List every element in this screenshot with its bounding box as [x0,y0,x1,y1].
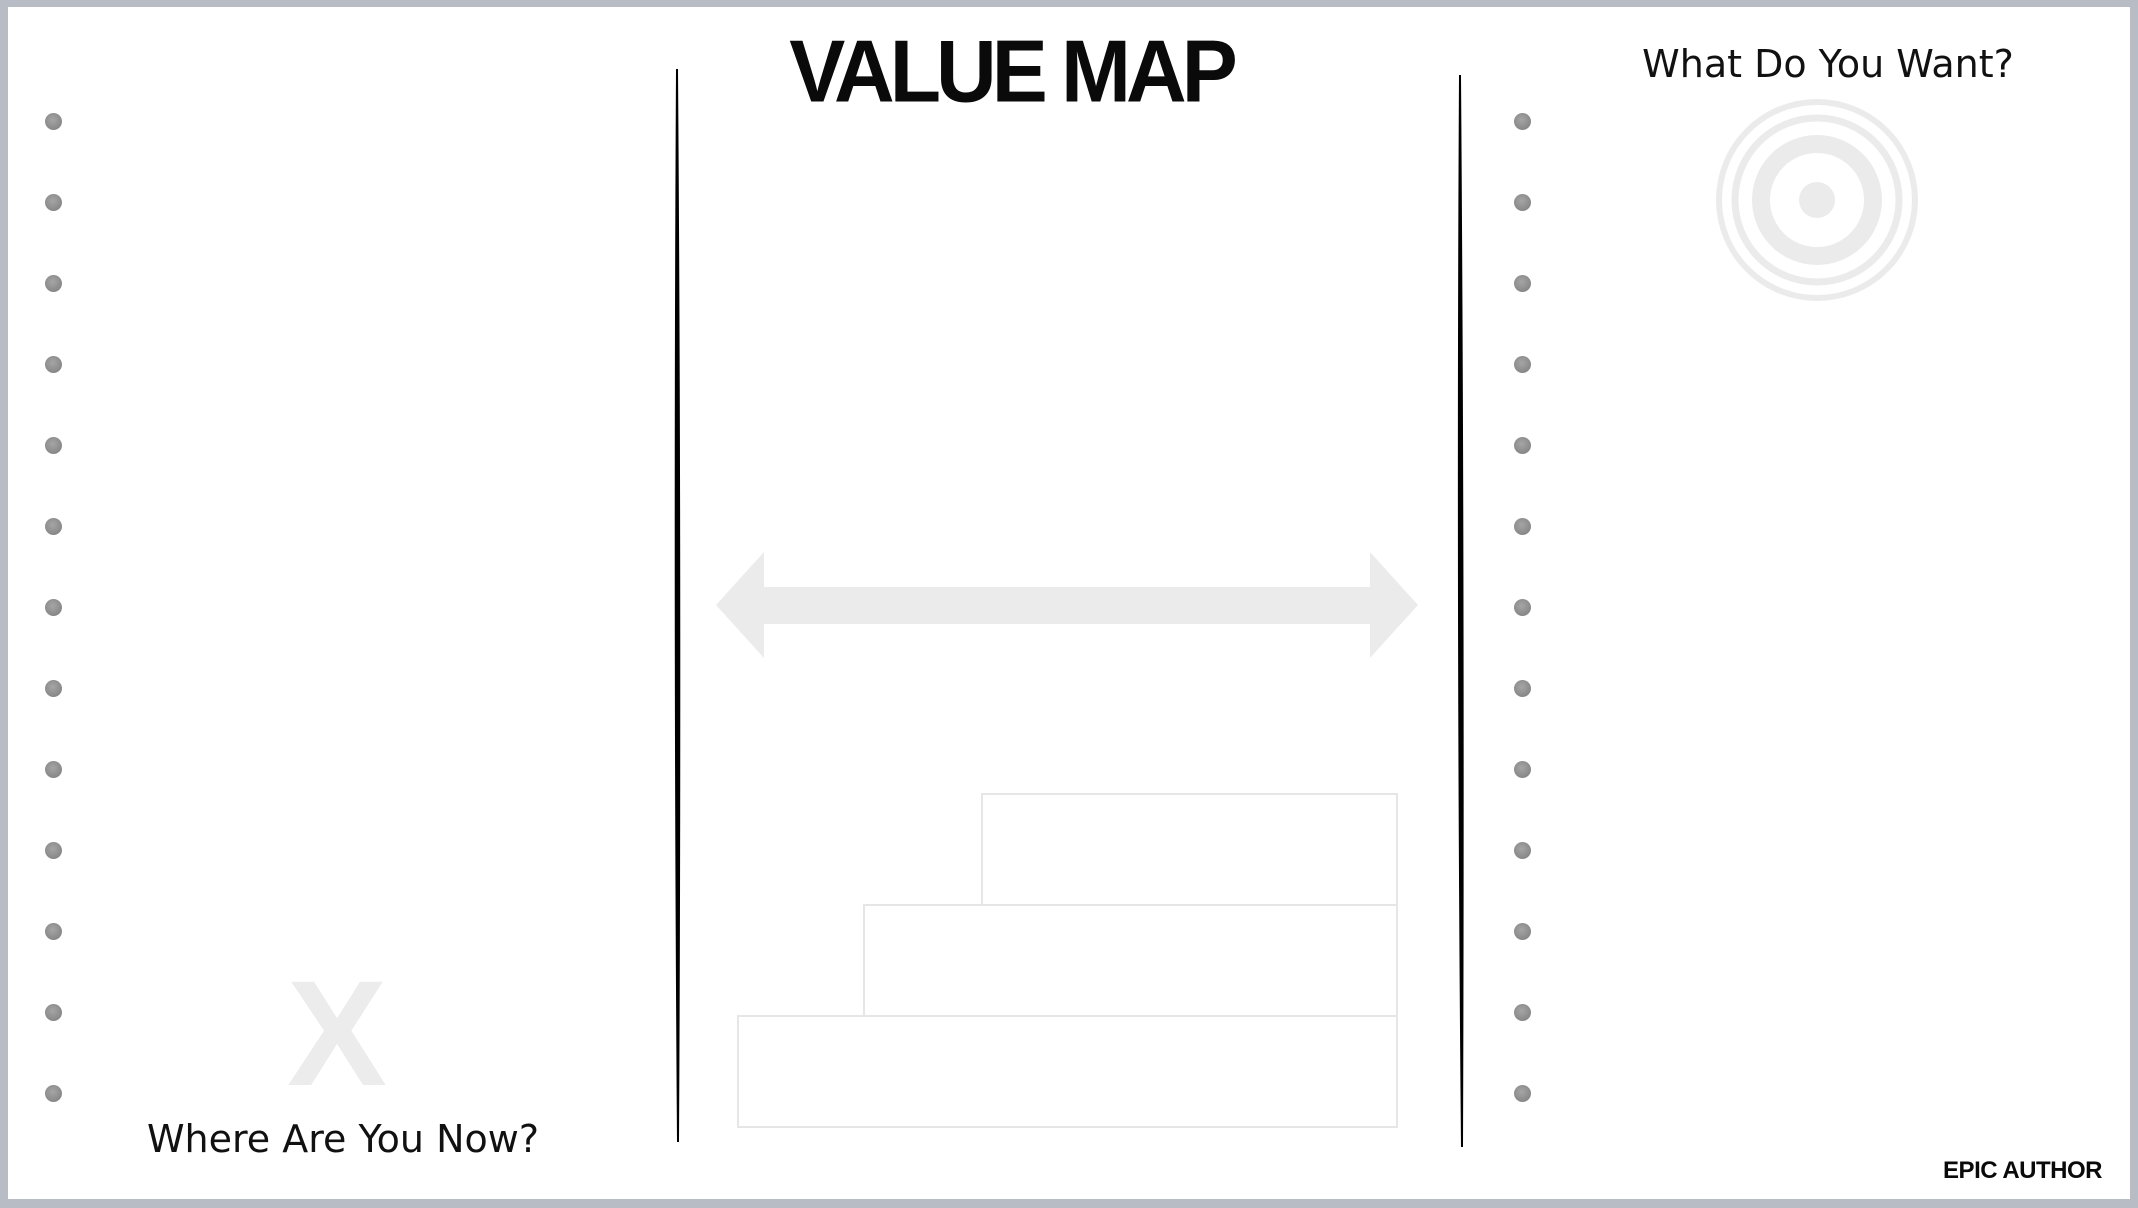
value-map-slide: VALUE MAP What Do You Want? Where Are Yo… [8,7,2130,1199]
right-dot [1514,1085,1531,1102]
left-dot [45,113,62,130]
right-dot-column [1514,7,1534,1199]
left-dot [45,1085,62,1102]
right-dot [1514,842,1531,859]
start-x-marker: X [286,949,388,1117]
right-divider-line [1457,74,1464,1148]
left-dot [45,1004,62,1021]
left-dot [45,599,62,616]
where-are-you-now-heading: Where Are You Now? [146,1117,540,1161]
right-dot [1514,761,1531,778]
step-bottom [737,1015,1398,1128]
double-arrow-icon [716,552,1418,658]
brand-logo: EPIC AUTHOR [1943,1157,2102,1184]
step-middle [863,904,1398,1017]
right-dot [1514,275,1531,292]
step-top [981,793,1398,906]
right-dot [1514,599,1531,616]
diagram-graphics [674,68,1918,1148]
left-dot-column [45,7,65,1199]
left-dot [45,275,62,292]
right-dot [1514,518,1531,535]
staircase-steps [737,793,1398,1128]
left-dot [45,518,62,535]
left-dot [45,761,62,778]
right-dot [1514,356,1531,373]
left-dot [45,437,62,454]
right-dot [1514,1004,1531,1021]
left-dot [45,923,62,940]
what-do-you-want-heading: What Do You Want? [1642,42,2014,86]
right-dot [1514,194,1531,211]
page-title: VALUE MAP [789,21,1237,121]
left-divider-line [674,68,681,1143]
left-dot [45,842,62,859]
left-dot [45,194,62,211]
right-dot [1514,923,1531,940]
right-dot [1514,113,1531,130]
right-dot [1514,437,1531,454]
left-dot [45,680,62,697]
right-dot [1514,680,1531,697]
target-icon [1716,99,1918,301]
left-dot [45,356,62,373]
